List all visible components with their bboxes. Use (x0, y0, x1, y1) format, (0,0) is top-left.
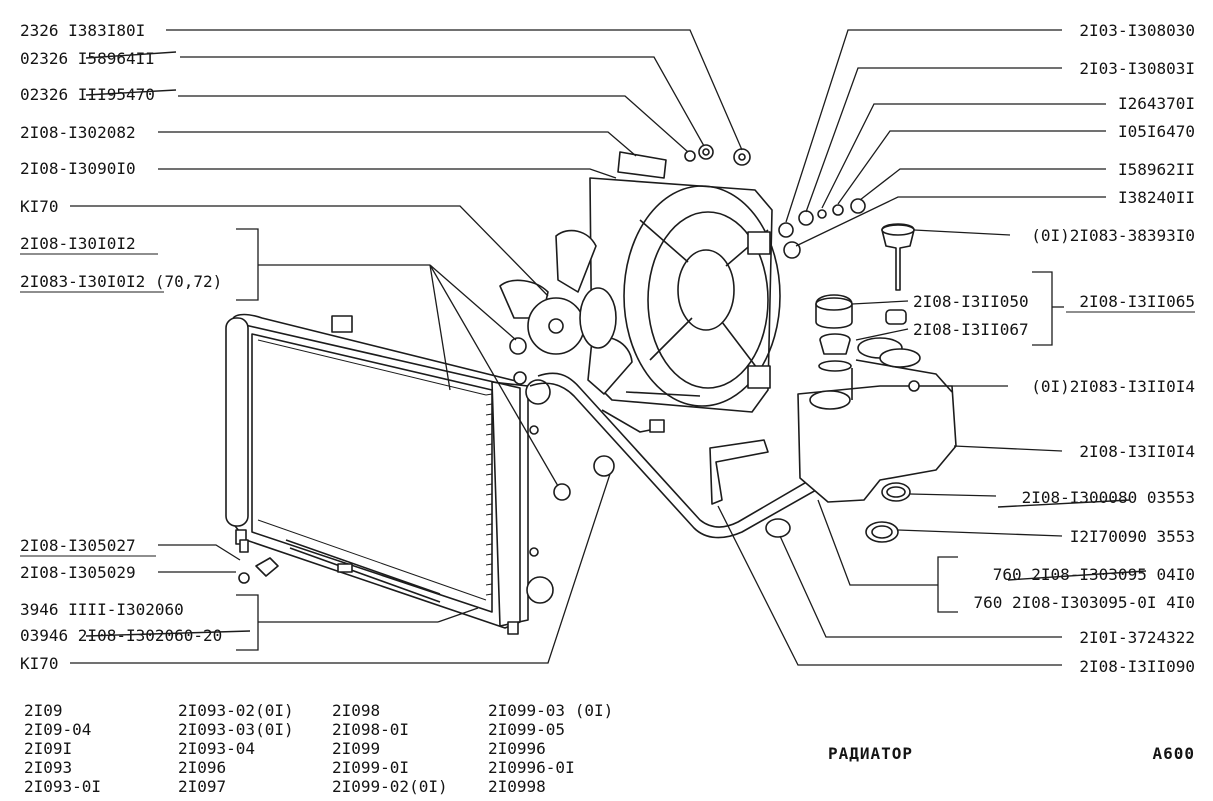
model-code: 2I093-03(0I) (178, 720, 294, 739)
callout-label: I05I6470 (1118, 122, 1195, 141)
hose-bracket (709, 439, 769, 505)
model-code: 2I099-02(0I) (332, 777, 448, 796)
callout-label: I58962II (1118, 160, 1195, 179)
callout-label: (0I)2I083-I3II0I4 (1031, 377, 1195, 396)
shroud-bracket (617, 151, 667, 179)
model-code: 2I093-02(0I) (178, 701, 294, 720)
model-code: 2I09 (24, 701, 63, 720)
callout-label: 2I08-I3090I0 (20, 159, 136, 178)
model-code: 2I093-0I (24, 777, 101, 796)
model-code: 2I099-03 (0I) (488, 701, 613, 720)
page-title: РАДИАТОР (828, 744, 913, 763)
callout-label: 2I0I-3724322 (1079, 628, 1195, 647)
callout-label: 2I08-I305027 (20, 536, 136, 555)
callout-label: I38240II (1118, 188, 1195, 207)
hose-clamps (765, 482, 911, 543)
callout-label: I264370I (1118, 94, 1195, 113)
callout-label: KI70 (20, 197, 59, 216)
clip (765, 518, 791, 538)
model-code: 2I0998 (488, 777, 546, 796)
model-code: 2I0996-0I (488, 758, 575, 777)
callout-label: 2326 I383I80I (20, 21, 145, 40)
model-code: 2I096 (178, 758, 226, 777)
callout-label: 2I08-I3II090 (1079, 657, 1195, 676)
callout-label: I2I70090 3553 (1070, 527, 1195, 546)
model-code: 2I09-04 (24, 720, 91, 739)
model-code: 2I098 (332, 701, 380, 720)
model-code: 2I093-04 (178, 739, 255, 758)
callout-label: 3946 IIII-I302060 (20, 600, 184, 619)
callout-label: 2I03-I30803I (1079, 59, 1195, 78)
callout-label: 2I083-I30I0I2 (70,72) (20, 272, 222, 291)
model-code: 2I09I (24, 739, 72, 758)
callout-label: (0I)2I083-38393I0 (1031, 226, 1195, 245)
model-code: 2I097 (178, 777, 226, 796)
callout-label: 2I08-I3II067 (913, 320, 1029, 339)
fasteners (238, 144, 866, 584)
model-code: 2I0996 (488, 739, 546, 758)
callout-label: 2I08-I3II065 (1079, 292, 1195, 311)
model-code: 2I093 (24, 758, 72, 777)
model-code: 2I098-0I (332, 720, 409, 739)
radiator (225, 313, 554, 635)
callout-label: 2I08-I305029 (20, 563, 136, 582)
left-label-marks (20, 51, 251, 637)
model-code: 2I099-05 (488, 720, 565, 739)
cooling-fan (499, 229, 701, 433)
callout-label: 2I08-I302082 (20, 123, 136, 142)
radiator-left-tank (225, 317, 249, 527)
callout-label: KI70 (20, 654, 59, 673)
callout-label: 760 2I08-I303095-0I 4I0 (973, 593, 1195, 612)
callout-label: 2I08-I300080 03553 (1022, 488, 1195, 507)
cap-gasket (818, 360, 852, 372)
callout-label: 2I08-I3II0I4 (1079, 442, 1195, 461)
callout-label: 2I08-I30I0I2 (20, 234, 136, 253)
model-code: 2I099 (332, 739, 380, 758)
expansion-tank (797, 337, 957, 503)
page-code: A600 (1152, 744, 1195, 763)
fan-motor (579, 287, 617, 349)
callout-label: 2I08-I3II050 (913, 292, 1029, 311)
callout-label: 2I03-I308030 (1079, 21, 1195, 40)
leader-lines (70, 29, 1106, 666)
model-code: 2I099-0I (332, 758, 409, 777)
cap-valve (819, 333, 851, 355)
right-label-marks (997, 311, 1195, 581)
